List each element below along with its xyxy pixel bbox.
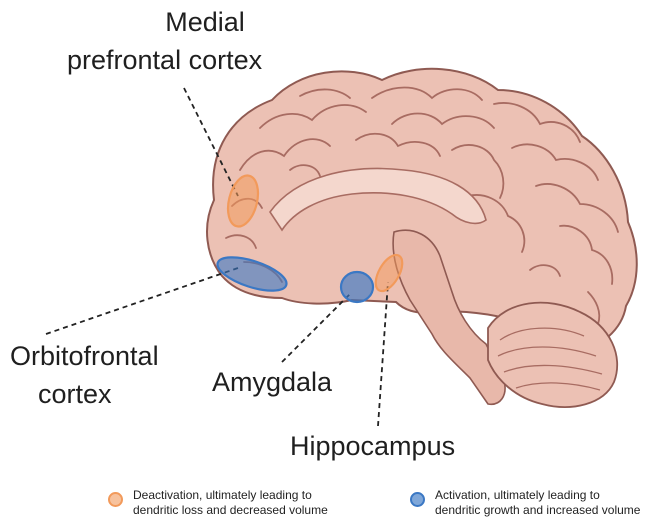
hippocampus-leader-line: [378, 282, 388, 426]
legend-deactivation: Deactivation, ultimately leading to dend…: [108, 488, 328, 518]
ofc-label: Orbitofrontal: [10, 340, 159, 372]
mpfc-label-second: prefrontal cortex: [67, 44, 262, 76]
ofc-leader-line: [46, 268, 238, 334]
hippocampus-label: Hippocampus: [290, 430, 455, 462]
ofc-label-line2: cortex: [38, 379, 112, 409]
legend-deactivation-text: Deactivation, ultimately leading to dend…: [133, 488, 328, 518]
blue-circle-icon: [410, 492, 425, 507]
legend-activation: Activation, ultimately leading to dendri…: [410, 488, 640, 518]
legend-activation-line2: dendritic growth and increased volume: [435, 503, 640, 518]
legend-deactivation-line2: dendritic loss and decreased volume: [133, 503, 328, 518]
mpfc-label: Medial: [130, 6, 280, 38]
amygdala-region: [341, 272, 373, 302]
ofc-label-second: cortex: [38, 378, 112, 410]
ofc-label-line1: Orbitofrontal: [10, 341, 159, 371]
hippocampus-label-text: Hippocampus: [290, 431, 455, 461]
amygdala-label-text: Amygdala: [212, 367, 332, 397]
legend-deactivation-line1: Deactivation, ultimately leading to: [133, 488, 328, 503]
legend-activation-text: Activation, ultimately leading to dendri…: [435, 488, 640, 518]
amygdala-label: Amygdala: [212, 366, 332, 398]
orange-circle-icon: [108, 492, 123, 507]
mpfc-label-line2: prefrontal cortex: [67, 45, 262, 75]
legend-activation-line1: Activation, ultimately leading to: [435, 488, 640, 503]
mpfc-label-line1: Medial: [165, 7, 245, 37]
